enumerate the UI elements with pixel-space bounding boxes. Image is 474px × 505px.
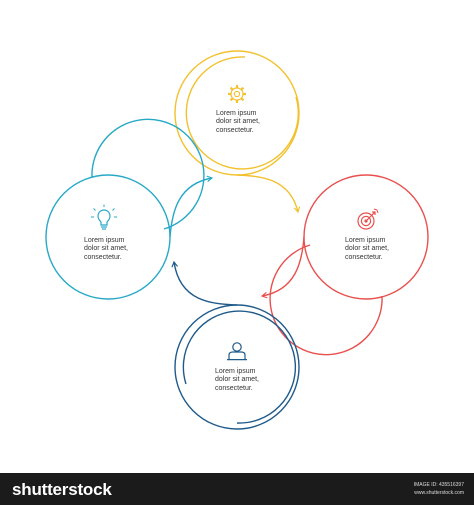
node-bottom-text: Lorem ipsum dolor sit amet, consectetur.: [215, 368, 259, 393]
connector-bottom-left: [171, 260, 238, 306]
node-left-line-3: consectetur.: [84, 253, 122, 261]
cycle-diagram: [45, 50, 429, 430]
node-top-line-1: Lorem ipsum: [216, 110, 257, 117]
site-url: www.shutterstock.com: [414, 490, 464, 496]
connector-right-bottom: [260, 236, 305, 299]
node-left-line-2: dolor sit amet,: [84, 245, 128, 253]
node-bottom-line-2: dolor sit amet,: [215, 376, 259, 384]
node-bottom-line-3: consectetur.: [215, 384, 253, 392]
target-icon: [357, 208, 379, 230]
node-top-line-2: dolor sit amet,: [216, 118, 260, 126]
node-bottom-rings: [171, 260, 300, 430]
node-top-text: Lorem ipsum dolor sit amet, consectetur.: [216, 110, 260, 135]
node-right-text: Lorem ipsum dolor sit amet, consectetur.: [345, 237, 389, 262]
node-left-rings: [45, 118, 214, 300]
connector-left-top: [169, 175, 214, 238]
node-bottom-line-1: Lorem ipsum: [215, 368, 256, 375]
connector-top-right: [236, 174, 301, 214]
gear-icon: [228, 85, 246, 103]
node-right-line-1: Lorem ipsum: [345, 237, 386, 244]
node-top-line-3: consectetur.: [216, 126, 254, 134]
footer-bar: shutterstock IMAGE ID: 435516397 www.shu…: [0, 473, 474, 505]
node-left-line-1: Lorem ipsum: [84, 237, 125, 244]
node-right-line-3: consectetur.: [345, 253, 383, 261]
node-top-rings: [174, 50, 301, 214]
node-right-rings: [260, 174, 429, 356]
brand-logo: shutterstock: [12, 480, 112, 499]
node-right-line-2: dolor sit amet,: [345, 245, 389, 253]
person-icon: [227, 342, 247, 361]
node-left-text: Lorem ipsum dolor sit amet, consectetur.: [84, 237, 128, 262]
lightbulb-icon: [91, 204, 117, 230]
image-id-label: IMAGE ID: 435516397: [413, 482, 464, 488]
